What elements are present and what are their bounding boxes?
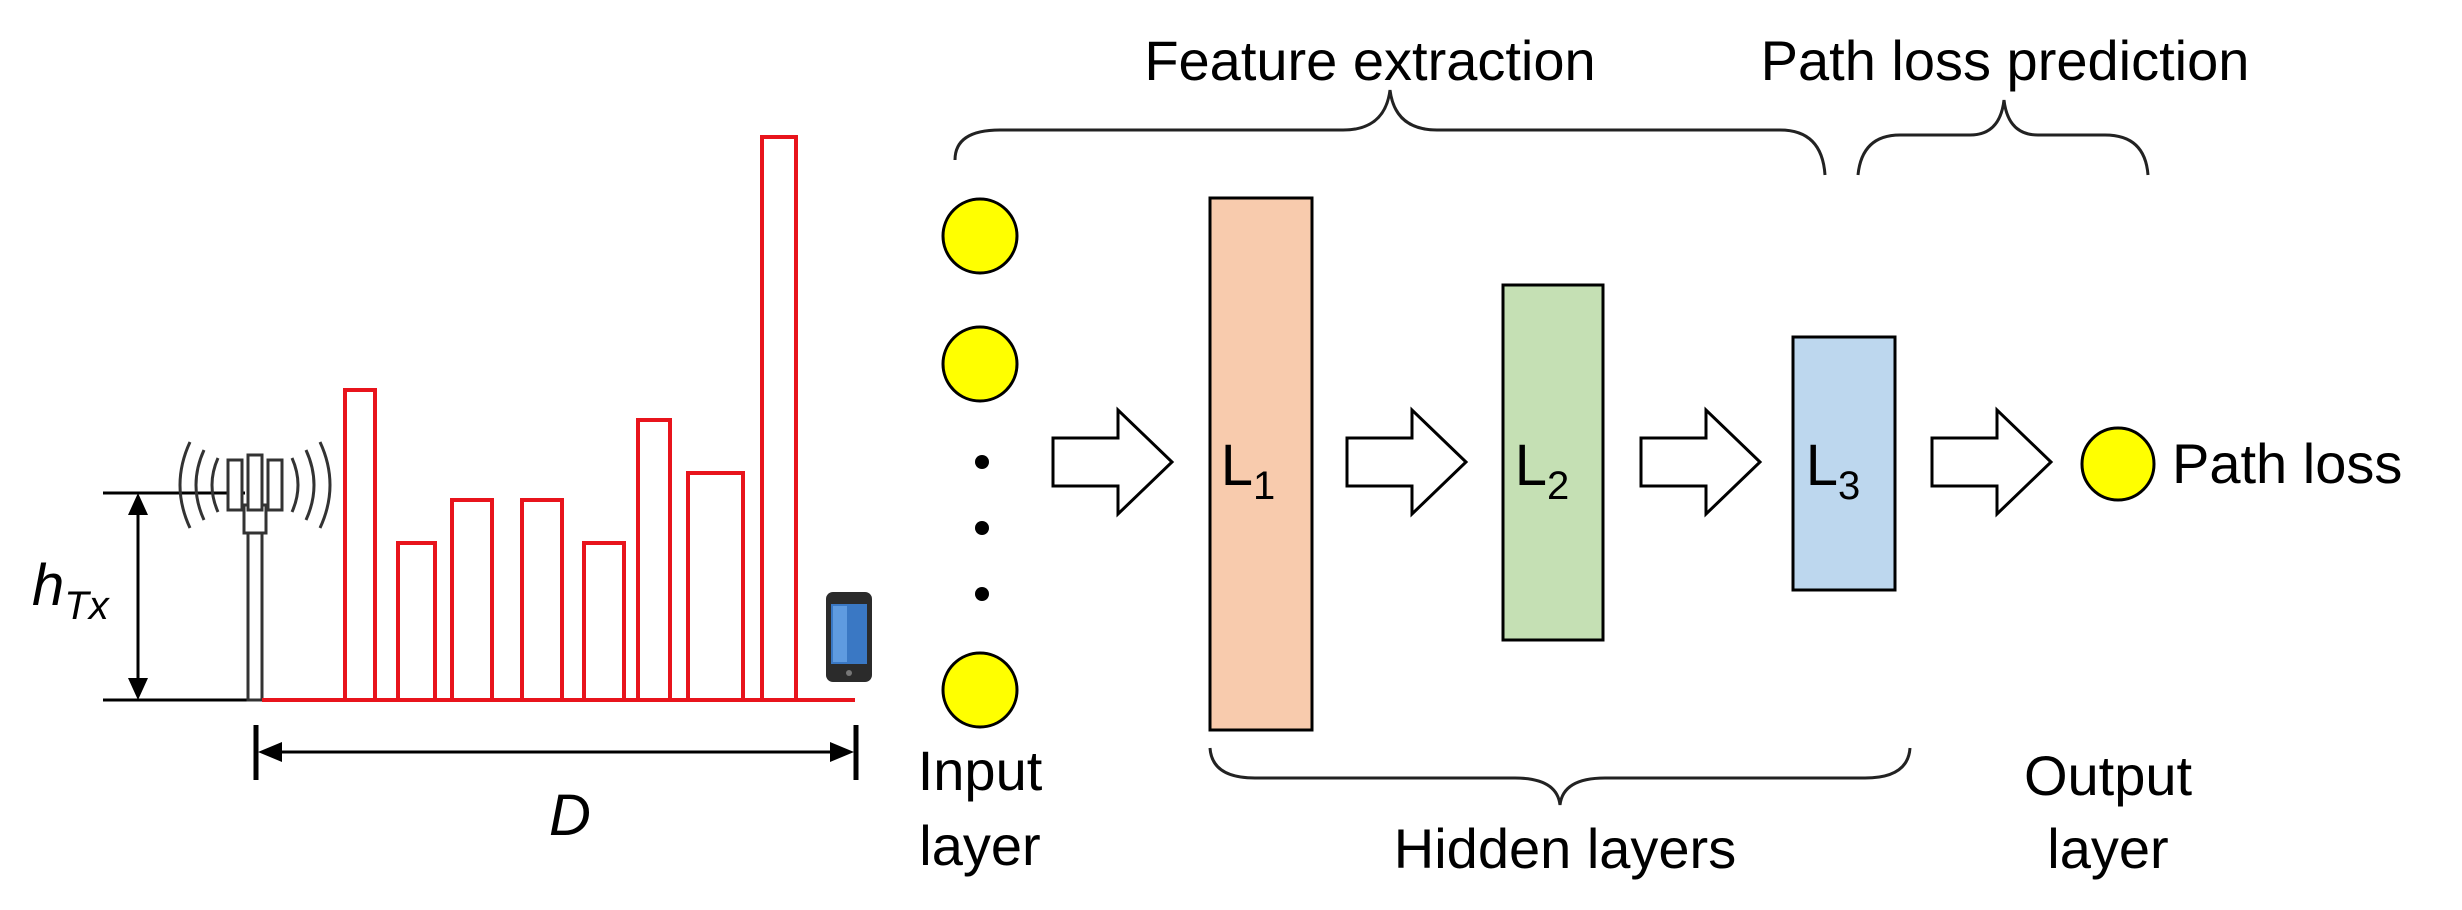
building: [450, 498, 494, 702]
feature-extraction-label: Feature extraction: [1144, 29, 1595, 92]
hidden-layers-brace: [1208, 747, 1912, 806]
building: [760, 135, 798, 702]
output-layer-label-line1: Output: [2024, 744, 2193, 807]
height-subscript: Tx: [64, 584, 110, 628]
height-label: hTx: [32, 553, 111, 628]
layer-l3-index: 3: [1838, 464, 1860, 508]
input-layer-label-line1: Input: [918, 739, 1043, 802]
buildings: [262, 135, 855, 702]
hidden-layers-label: Hidden layers: [1394, 817, 1736, 880]
building: [396, 541, 437, 702]
input-node: [941, 651, 1019, 729]
height-arrow-head-bottom: [128, 678, 148, 700]
building: [520, 498, 564, 702]
building: [686, 471, 745, 702]
scene: hTx: [32, 135, 872, 848]
layer-l2-symbol: L: [1515, 433, 1547, 498]
height-arrow-head-top: [128, 493, 148, 515]
input-node: [941, 197, 1019, 275]
smartphone-icon: [826, 592, 872, 682]
input-node: [941, 325, 1019, 403]
distance-label: D: [549, 783, 591, 848]
flow-arrow: [1639, 406, 1763, 518]
feature-extraction-brace: [953, 89, 1827, 176]
height-symbol: h: [32, 553, 64, 618]
flow-arrow: [1930, 406, 2054, 518]
layer-l3-label: L3: [1806, 433, 1861, 508]
building: [636, 418, 672, 702]
input-layer-label-line2: layer: [919, 814, 1040, 877]
flow-arrow: [1345, 406, 1469, 518]
layer-l1-symbol: L: [1221, 433, 1253, 498]
input-ellipsis-dot: [975, 587, 989, 601]
input-ellipsis-dot: [975, 455, 989, 469]
prediction-brace: [1856, 99, 2150, 176]
distance-arrow-head-right: [830, 742, 854, 762]
output-node: [2080, 426, 2156, 502]
layer-l2: L2: [1501, 283, 1605, 642]
input-ellipsis-dot: [975, 521, 989, 535]
cell-tower-icon: [178, 441, 332, 702]
layer-l1: L1: [1208, 196, 1314, 732]
distance-arrow-head-left: [258, 742, 282, 762]
layer-l1-index: 1: [1253, 464, 1275, 508]
building: [582, 541, 626, 702]
layer-l2-index: 2: [1547, 464, 1569, 508]
layer-l2-label: L2: [1515, 433, 1570, 508]
output-node-label: Path loss: [2172, 432, 2402, 495]
building: [343, 388, 377, 702]
input-layer: Input layer: [918, 197, 1043, 877]
layer-l3: L3: [1791, 335, 1897, 592]
path-loss-prediction-label: Path loss prediction: [1761, 29, 2250, 92]
layer-l1-label: L1: [1221, 433, 1276, 508]
output-layer: Path loss Output layer: [2024, 426, 2402, 880]
layer-l3-symbol: L: [1806, 433, 1838, 498]
flow-arrow: [1051, 406, 1175, 518]
output-layer-label-line2: layer: [2047, 817, 2168, 880]
